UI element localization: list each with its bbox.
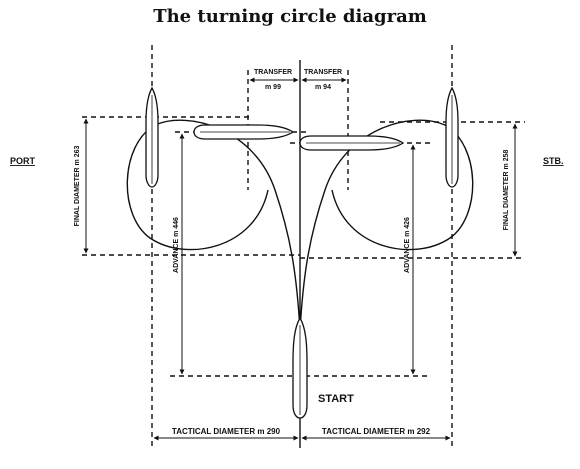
stb-transfer-value: m 94 [315,84,331,91]
stb-final-diameter-label: FINAL DIAMETER m 258 [503,150,510,231]
stb-advance-label: ADVANCE m 426 [404,217,411,273]
stb-turning-path [299,119,474,331]
diagram-title: The turning circle diagram [153,6,427,27]
stb-label: STB. [543,156,564,166]
port-transfer-value: m 99 [265,84,281,91]
port-transfer-label: TRANSFER [254,69,292,76]
stb-transfer-label: TRANSFER [304,69,342,76]
port-label: PORT [10,156,36,166]
port-final-diameter-label: FINAL DIAMETER m 263 [74,146,81,227]
port-tactical-diameter-label: TACTICAL DIAMETER m 290 [172,427,281,436]
stb-tactical-diameter-label: TACTICAL DIAMETER m 292 [322,427,431,436]
port-advance-label: ADVANCE m 446 [173,217,180,273]
start-label: START [318,393,354,405]
